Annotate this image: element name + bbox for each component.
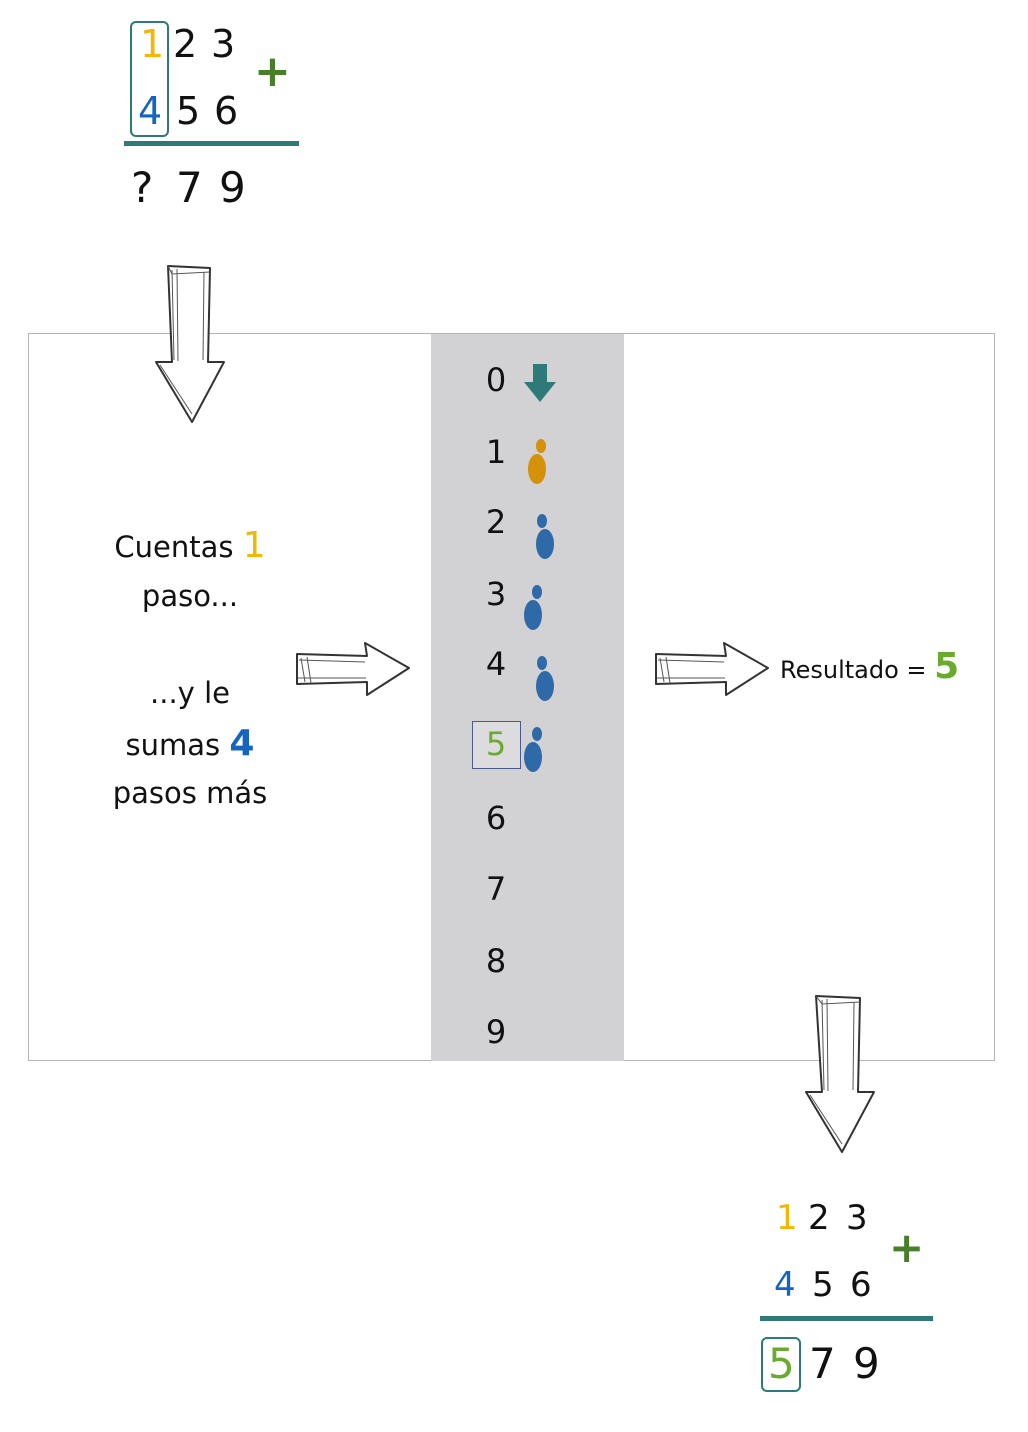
- top-result-digit3: 9: [219, 163, 246, 212]
- down-arrow-icon: [805, 995, 875, 1153]
- footstep-blue-icon: [524, 727, 542, 772]
- bottom-row1-digit3: 3: [846, 1198, 868, 1238]
- bottom-sum-rule: [760, 1316, 933, 1321]
- bottom-row2-digit2: 5: [812, 1265, 834, 1305]
- step-number-9: 9: [485, 1013, 507, 1051]
- step-number-1: 1: [485, 433, 507, 471]
- step-number-7: 7: [485, 870, 507, 908]
- bottom-row1-digit2: 2: [808, 1198, 830, 1238]
- bottom-row1-digit1: 1: [776, 1198, 798, 1238]
- top-row1-digit3: 3: [211, 22, 236, 66]
- bottom-result-digit3: 9: [853, 1339, 880, 1388]
- down-arrow-icon: [155, 265, 225, 423]
- footstep-orange-icon: [528, 439, 546, 484]
- right-arrow-icon: [296, 642, 410, 696]
- top-row1-digit2: 2: [173, 22, 198, 66]
- top-plus-sign: +: [254, 46, 291, 97]
- top-row1-digit1: 1: [140, 22, 165, 66]
- top-row2-digit2: 5: [176, 89, 201, 133]
- explanation-line1: Cuentas 1: [114, 525, 266, 566]
- steps-column: [431, 334, 624, 1061]
- explanation-line3: ...y le: [150, 675, 230, 710]
- bottom-result-digit1: 5: [768, 1339, 795, 1388]
- top-result-digit2: 7: [176, 163, 203, 212]
- explanation-text: Cuentas 1 paso... ...y le sumas 4 pasos …: [80, 518, 300, 816]
- bottom-result-highlight: [761, 1337, 801, 1392]
- step-number-5: 5: [485, 725, 507, 763]
- step-number-4: 4: [485, 645, 507, 683]
- bottom-plus-sign: +: [889, 1223, 925, 1272]
- top-sum-rule: [124, 141, 299, 146]
- footstep-blue-icon: [536, 514, 554, 559]
- explanation-value1: 1: [242, 525, 266, 566]
- footstep-blue-icon: [524, 585, 542, 630]
- step-number-6: 6: [485, 799, 507, 837]
- step-number-0: 0: [485, 361, 507, 399]
- step-number-3: 3: [485, 575, 507, 613]
- result-label: Resultado =: [780, 656, 927, 684]
- bottom-row2-digit1: 4: [774, 1265, 796, 1305]
- step-highlight-box: [472, 721, 521, 769]
- top-column-highlight: [130, 21, 169, 137]
- step-number-8: 8: [485, 942, 507, 980]
- bottom-result-digit2: 7: [809, 1339, 836, 1388]
- right-arrow-icon: [655, 642, 769, 696]
- bottom-row2-digit3: 6: [850, 1265, 872, 1305]
- result-text: Resultado = 5: [780, 646, 959, 687]
- start-arrow-icon: [524, 364, 556, 402]
- top-row2-digit1: 4: [138, 89, 163, 133]
- footstep-blue-icon: [536, 656, 554, 701]
- explanation-line2: paso...: [141, 578, 239, 613]
- top-result-digit1: ?: [131, 163, 154, 212]
- top-row2-digit3: 6: [214, 89, 239, 133]
- explanation-line4: sumas 4: [125, 722, 255, 764]
- result-value: 5: [934, 646, 960, 687]
- explanation-line5: pasos más: [112, 776, 268, 811]
- explanation-value2: 4: [229, 722, 255, 764]
- step-number-2: 2: [485, 503, 507, 541]
